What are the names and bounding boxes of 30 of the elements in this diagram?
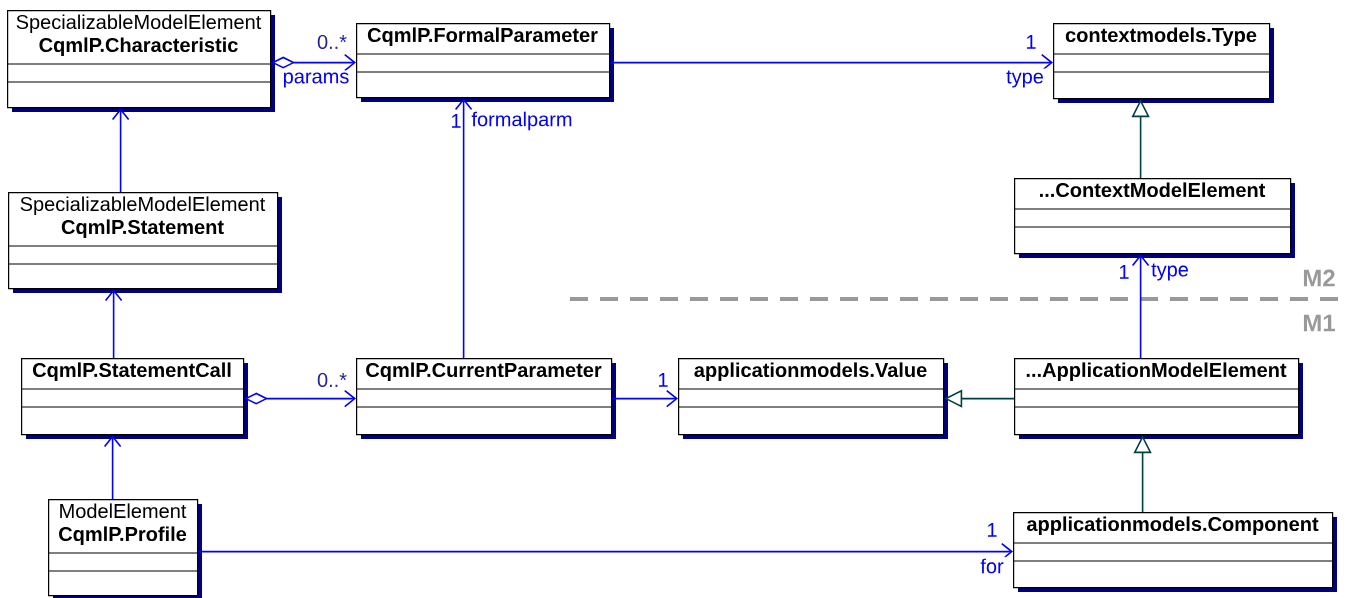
association-arrow [103,435,122,500]
class-box: contextmodels.Type [1052,23,1274,103]
multiplicity: 0..* [317,34,347,50]
association-arrow [111,108,130,193]
association-arrow [1131,254,1150,359]
association-arrow [104,289,123,359]
multiplicity: 1 [452,114,461,128]
class-box: CqmlP.StatementCall [20,358,248,439]
class-box: CqmlP.CurrentParameter [355,358,616,439]
class-box: applicationmodels.Value [677,358,948,439]
role-name: formalparm [469,109,575,133]
class-box: SpecializableModelElement CqmlP.Characteristic [6,10,275,112]
multiplicity: 1 [1120,265,1129,279]
role-name: type [1149,261,1191,283]
class-box: ...ContextModelElement [1013,178,1295,258]
class-box: SpecializableModelElement CqmlP.Statement [7,192,282,293]
level-label: M1 [1303,314,1335,332]
multiplicity: 1 [1027,35,1036,49]
level-label: M2 [1303,269,1335,287]
role-name: type [1004,68,1046,90]
class-box: applicationmodels.Component [1012,512,1337,592]
association-arrow [611,389,679,408]
role-name: for [978,556,1006,576]
multiplicity: 1 [659,373,668,387]
class-box: ModelElement CqmlP.Profile [47,499,202,598]
multiplicity: 0..* [317,372,347,388]
multiplicity: 1 [988,523,997,537]
class-box: CqmlP.FormalParameter [355,23,614,102]
association-arrow [454,98,473,359]
class-box: ...ApplicationModelElement [1013,358,1303,439]
